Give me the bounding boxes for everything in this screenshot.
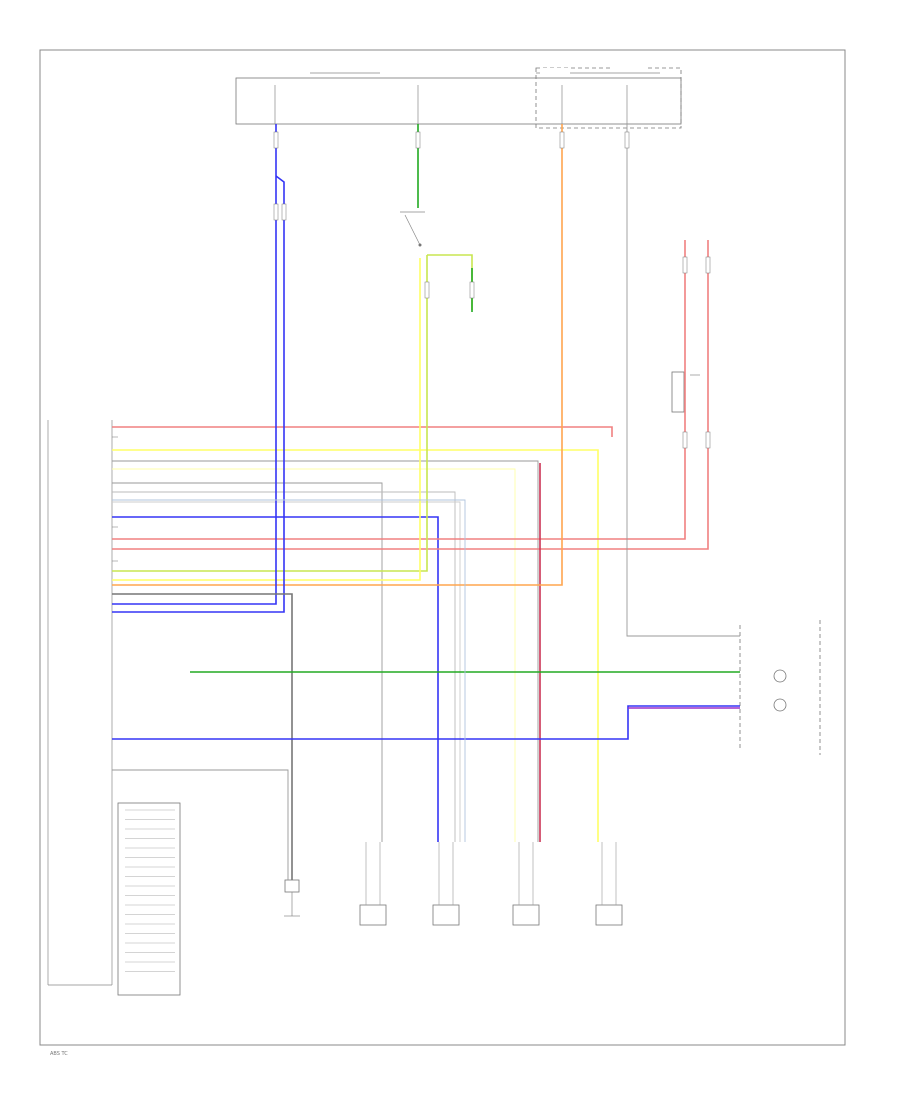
inline-connector bbox=[682, 256, 688, 274]
wire-connector-marks bbox=[273, 131, 711, 449]
wheel-sensor-icon bbox=[595, 904, 623, 926]
wire-gray-ground bbox=[112, 593, 293, 880]
inline-connector bbox=[273, 203, 279, 221]
brake-light-switch-icon bbox=[400, 211, 425, 247]
wire-gray-ground-2 bbox=[112, 769, 289, 880]
wire-gray-2 bbox=[112, 482, 383, 842]
inline-connector bbox=[273, 131, 279, 149]
wire-yellow-lime bbox=[112, 258, 421, 581]
wire-orange bbox=[112, 124, 563, 586]
wire-blue-sensor bbox=[112, 516, 439, 842]
wire-red-top bbox=[112, 426, 613, 437]
wire-blue-meter bbox=[112, 705, 740, 740]
wire-blue-top-1 bbox=[112, 124, 277, 605]
wheel-sensors bbox=[359, 842, 623, 926]
inline-connector bbox=[682, 431, 688, 449]
abs-warning-light-icon bbox=[773, 669, 787, 683]
abs-control-module bbox=[47, 420, 113, 986]
wire-lightblue bbox=[112, 499, 466, 842]
wheel-sensor-icon bbox=[359, 904, 387, 926]
wire-gray-meter bbox=[626, 124, 740, 637]
diagnostic-connector bbox=[117, 802, 181, 996]
inline-connector bbox=[705, 256, 711, 274]
wheel-speed-connector bbox=[671, 371, 700, 413]
combination-meter bbox=[739, 620, 821, 755]
inline-connector bbox=[281, 203, 287, 221]
wire-gray-4 bbox=[112, 501, 461, 842]
wire-red-right-1 bbox=[112, 240, 686, 540]
inline-connector bbox=[705, 431, 711, 449]
inline-connector bbox=[415, 131, 421, 149]
wire-blue-top-2 bbox=[112, 175, 285, 613]
wheel-sensor-icon bbox=[512, 904, 540, 926]
wire-red-right-2 bbox=[112, 240, 709, 550]
wire-gray-1 bbox=[112, 460, 539, 842]
fuse-relay-box bbox=[235, 63, 682, 129]
inline-connector bbox=[424, 281, 430, 299]
wire-lime-2 bbox=[427, 254, 473, 310]
wire-yellow-2 bbox=[112, 468, 516, 842]
inline-connector bbox=[624, 131, 630, 149]
inline-connector bbox=[469, 281, 475, 299]
ground-icon bbox=[284, 879, 300, 917]
wire-gray-3 bbox=[112, 491, 456, 842]
wheel-sensor-icon bbox=[432, 904, 460, 926]
tc-indicator-icon bbox=[773, 698, 787, 712]
wire-yellow bbox=[112, 449, 599, 842]
page-code: ABS TC bbox=[50, 1051, 68, 1057]
diagram-frame bbox=[39, 49, 846, 1046]
wire-lime-1 bbox=[112, 255, 428, 572]
inline-connector bbox=[559, 131, 565, 149]
